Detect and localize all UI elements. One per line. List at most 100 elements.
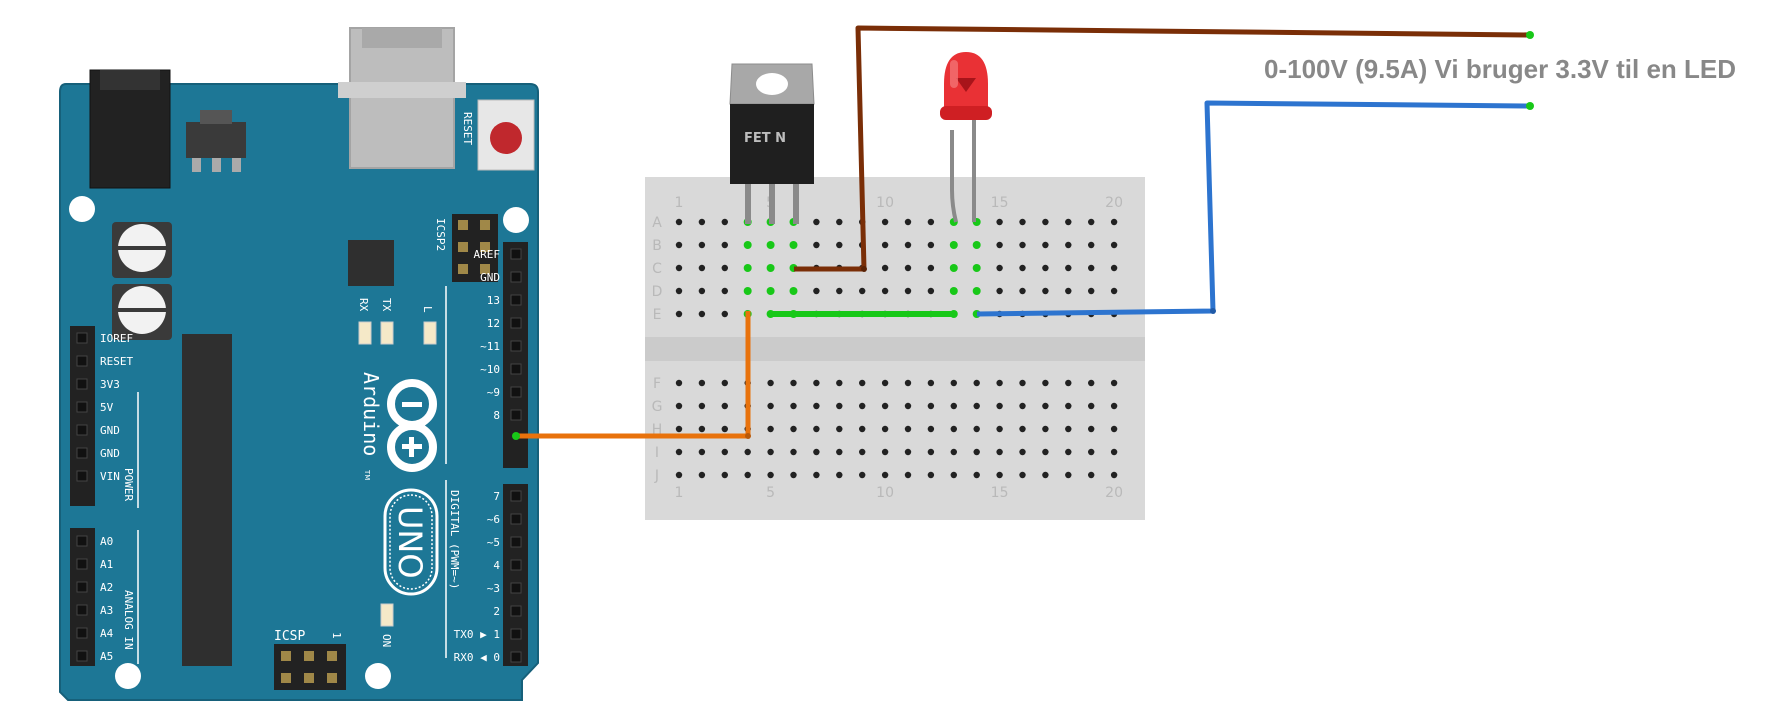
breadboard-hole xyxy=(996,379,1003,387)
breadboard-hole xyxy=(904,379,912,387)
analog-pin-label: A1 xyxy=(100,558,113,571)
breadboard-hole xyxy=(904,264,912,272)
digital-pin xyxy=(510,582,522,594)
breadboard-hole xyxy=(743,264,752,272)
breadboard-hole xyxy=(973,448,980,456)
breadboard-hole xyxy=(790,402,797,410)
uno-label: UNO xyxy=(391,506,429,579)
breadboard-hole xyxy=(675,264,683,272)
breadboard-hole xyxy=(836,402,843,410)
breadboard-hole xyxy=(996,448,1003,456)
breadboard-hole xyxy=(813,471,820,479)
analog-pin xyxy=(76,535,88,547)
breadboard-hole xyxy=(1110,402,1118,410)
breadboard-hole xyxy=(859,402,866,410)
breadboard-hole xyxy=(767,379,774,387)
breadboard-hole xyxy=(698,402,706,410)
breadboard-hole xyxy=(675,402,683,410)
atmega-chip-icon xyxy=(182,334,232,666)
breadboard-hole xyxy=(721,425,728,433)
digital-pin xyxy=(510,651,522,663)
breadboard-hole xyxy=(1088,471,1095,479)
breadboard-col-number: 15 xyxy=(991,195,1009,211)
mounting-hole xyxy=(365,663,391,689)
breadboard-hole xyxy=(744,471,751,479)
breadboard-hole xyxy=(1042,471,1049,479)
breadboard-hole xyxy=(766,241,775,249)
breadboard-hole xyxy=(836,287,843,295)
breadboard-hole xyxy=(1019,448,1026,456)
rx-led-icon xyxy=(358,321,372,345)
power-pin xyxy=(76,355,88,367)
breadboard-hole xyxy=(813,287,820,295)
power-pin xyxy=(76,424,88,436)
breadboard-hole xyxy=(789,287,798,295)
breadboard-hole xyxy=(927,218,935,226)
breadboard-hole xyxy=(1065,448,1072,456)
breadboard-hole xyxy=(698,241,706,249)
breadboard-hole xyxy=(973,379,980,387)
breadboard-hole xyxy=(721,471,728,479)
breadboard-hole xyxy=(881,471,889,479)
breadboard-hole xyxy=(1042,402,1049,410)
breadboard-hole xyxy=(721,241,728,249)
digital-pin xyxy=(510,248,522,260)
digital-pin xyxy=(510,513,522,525)
breadboard-hole xyxy=(1065,471,1072,479)
breadboard-col-number: 20 xyxy=(1105,195,1123,211)
arduino-logo-icon xyxy=(387,379,437,472)
digital-pin-label: GND xyxy=(480,271,500,284)
l-label: L xyxy=(421,306,434,313)
digital-pin-label: ~10 xyxy=(480,363,500,376)
breadboard-hole xyxy=(1065,218,1072,226)
l-led-icon xyxy=(423,321,437,345)
breadboard-hole xyxy=(881,287,889,295)
breadboard-hole xyxy=(1110,287,1118,295)
breadboard-hole xyxy=(973,471,980,479)
rx-label: RX xyxy=(357,298,370,312)
breadboard-hole xyxy=(859,448,866,456)
breadboard-row-label: B xyxy=(652,238,662,254)
breadboard-hole xyxy=(836,471,843,479)
breadboard-col-number: 1 xyxy=(675,195,684,211)
digital-pin-label: 2 xyxy=(493,605,500,618)
breadboard-hole xyxy=(949,264,958,272)
breadboard-hole xyxy=(972,264,981,272)
power-pin-label: IOREF xyxy=(100,332,133,345)
breadboard-hole xyxy=(1110,448,1118,456)
digital-label: DIGITAL (PWM=~) xyxy=(448,490,461,589)
breadboard-hole xyxy=(721,310,728,318)
breadboard: ABCDEFGHIJ1155101015152020 xyxy=(645,177,1145,520)
icsp-pin1-label: 1 xyxy=(330,632,343,639)
breadboard-hole xyxy=(1065,425,1072,433)
digital-pin xyxy=(510,605,522,617)
breadboard-hole xyxy=(766,287,775,295)
power-pin xyxy=(76,447,88,459)
breadboard-hole xyxy=(1088,425,1095,433)
breadboard-hole xyxy=(721,379,728,387)
digital-pin-label: AREF xyxy=(474,248,501,261)
breadboard-hole xyxy=(1110,218,1118,226)
breadboard-hole xyxy=(813,218,820,226)
breadboard-hole xyxy=(698,425,706,433)
breadboard-hole xyxy=(767,402,774,410)
breadboard-hole xyxy=(721,448,728,456)
breadboard-hole xyxy=(767,425,774,433)
breadboard-hole xyxy=(996,264,1003,272)
digital-pin xyxy=(510,628,522,640)
breadboard-col-number: 10 xyxy=(876,485,894,501)
breadboard-hole xyxy=(904,241,912,249)
breadboard-hole xyxy=(859,287,866,295)
breadboard-hole xyxy=(950,448,957,456)
breadboard-hole xyxy=(743,287,752,295)
digital-pin-label: ~5 xyxy=(487,536,500,549)
breadboard-hole xyxy=(1042,287,1049,295)
on-label: ON xyxy=(380,634,393,647)
breadboard-hole xyxy=(904,471,912,479)
breadboard-hole xyxy=(766,264,775,272)
breadboard-hole xyxy=(927,241,935,249)
breadboard-hole xyxy=(1042,425,1049,433)
breadboard-hole xyxy=(881,264,889,272)
analog-pin-label: A3 xyxy=(100,604,113,617)
breadboard-hole xyxy=(721,287,728,295)
